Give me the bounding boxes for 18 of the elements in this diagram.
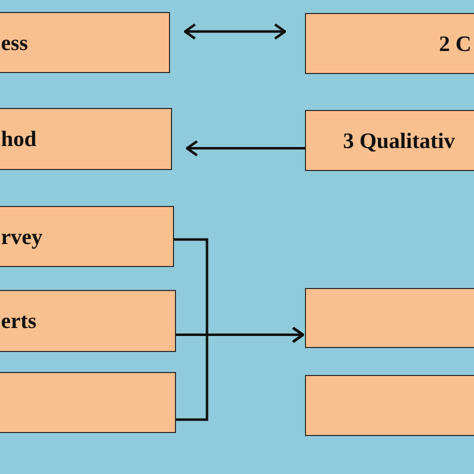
box-label: erts bbox=[1, 308, 36, 334]
process-box bbox=[0, 290, 176, 352]
arrow bbox=[176, 326, 304, 421]
box-label: ess bbox=[1, 30, 28, 56]
arrow bbox=[186, 140, 305, 157]
process-box bbox=[0, 108, 172, 170]
process-box bbox=[305, 110, 474, 171]
arrow bbox=[184, 23, 286, 40]
process-box bbox=[305, 13, 474, 74]
process-box bbox=[0, 372, 176, 433]
box-label: 3 Qualitativ bbox=[343, 128, 455, 154]
box-label: rvey bbox=[1, 224, 43, 250]
process-box bbox=[305, 288, 474, 348]
process-box bbox=[0, 12, 170, 73]
box-label: 2 C bbox=[439, 30, 472, 56]
box-label: hod bbox=[1, 126, 36, 152]
process-box bbox=[0, 206, 174, 267]
process-box bbox=[305, 375, 474, 436]
